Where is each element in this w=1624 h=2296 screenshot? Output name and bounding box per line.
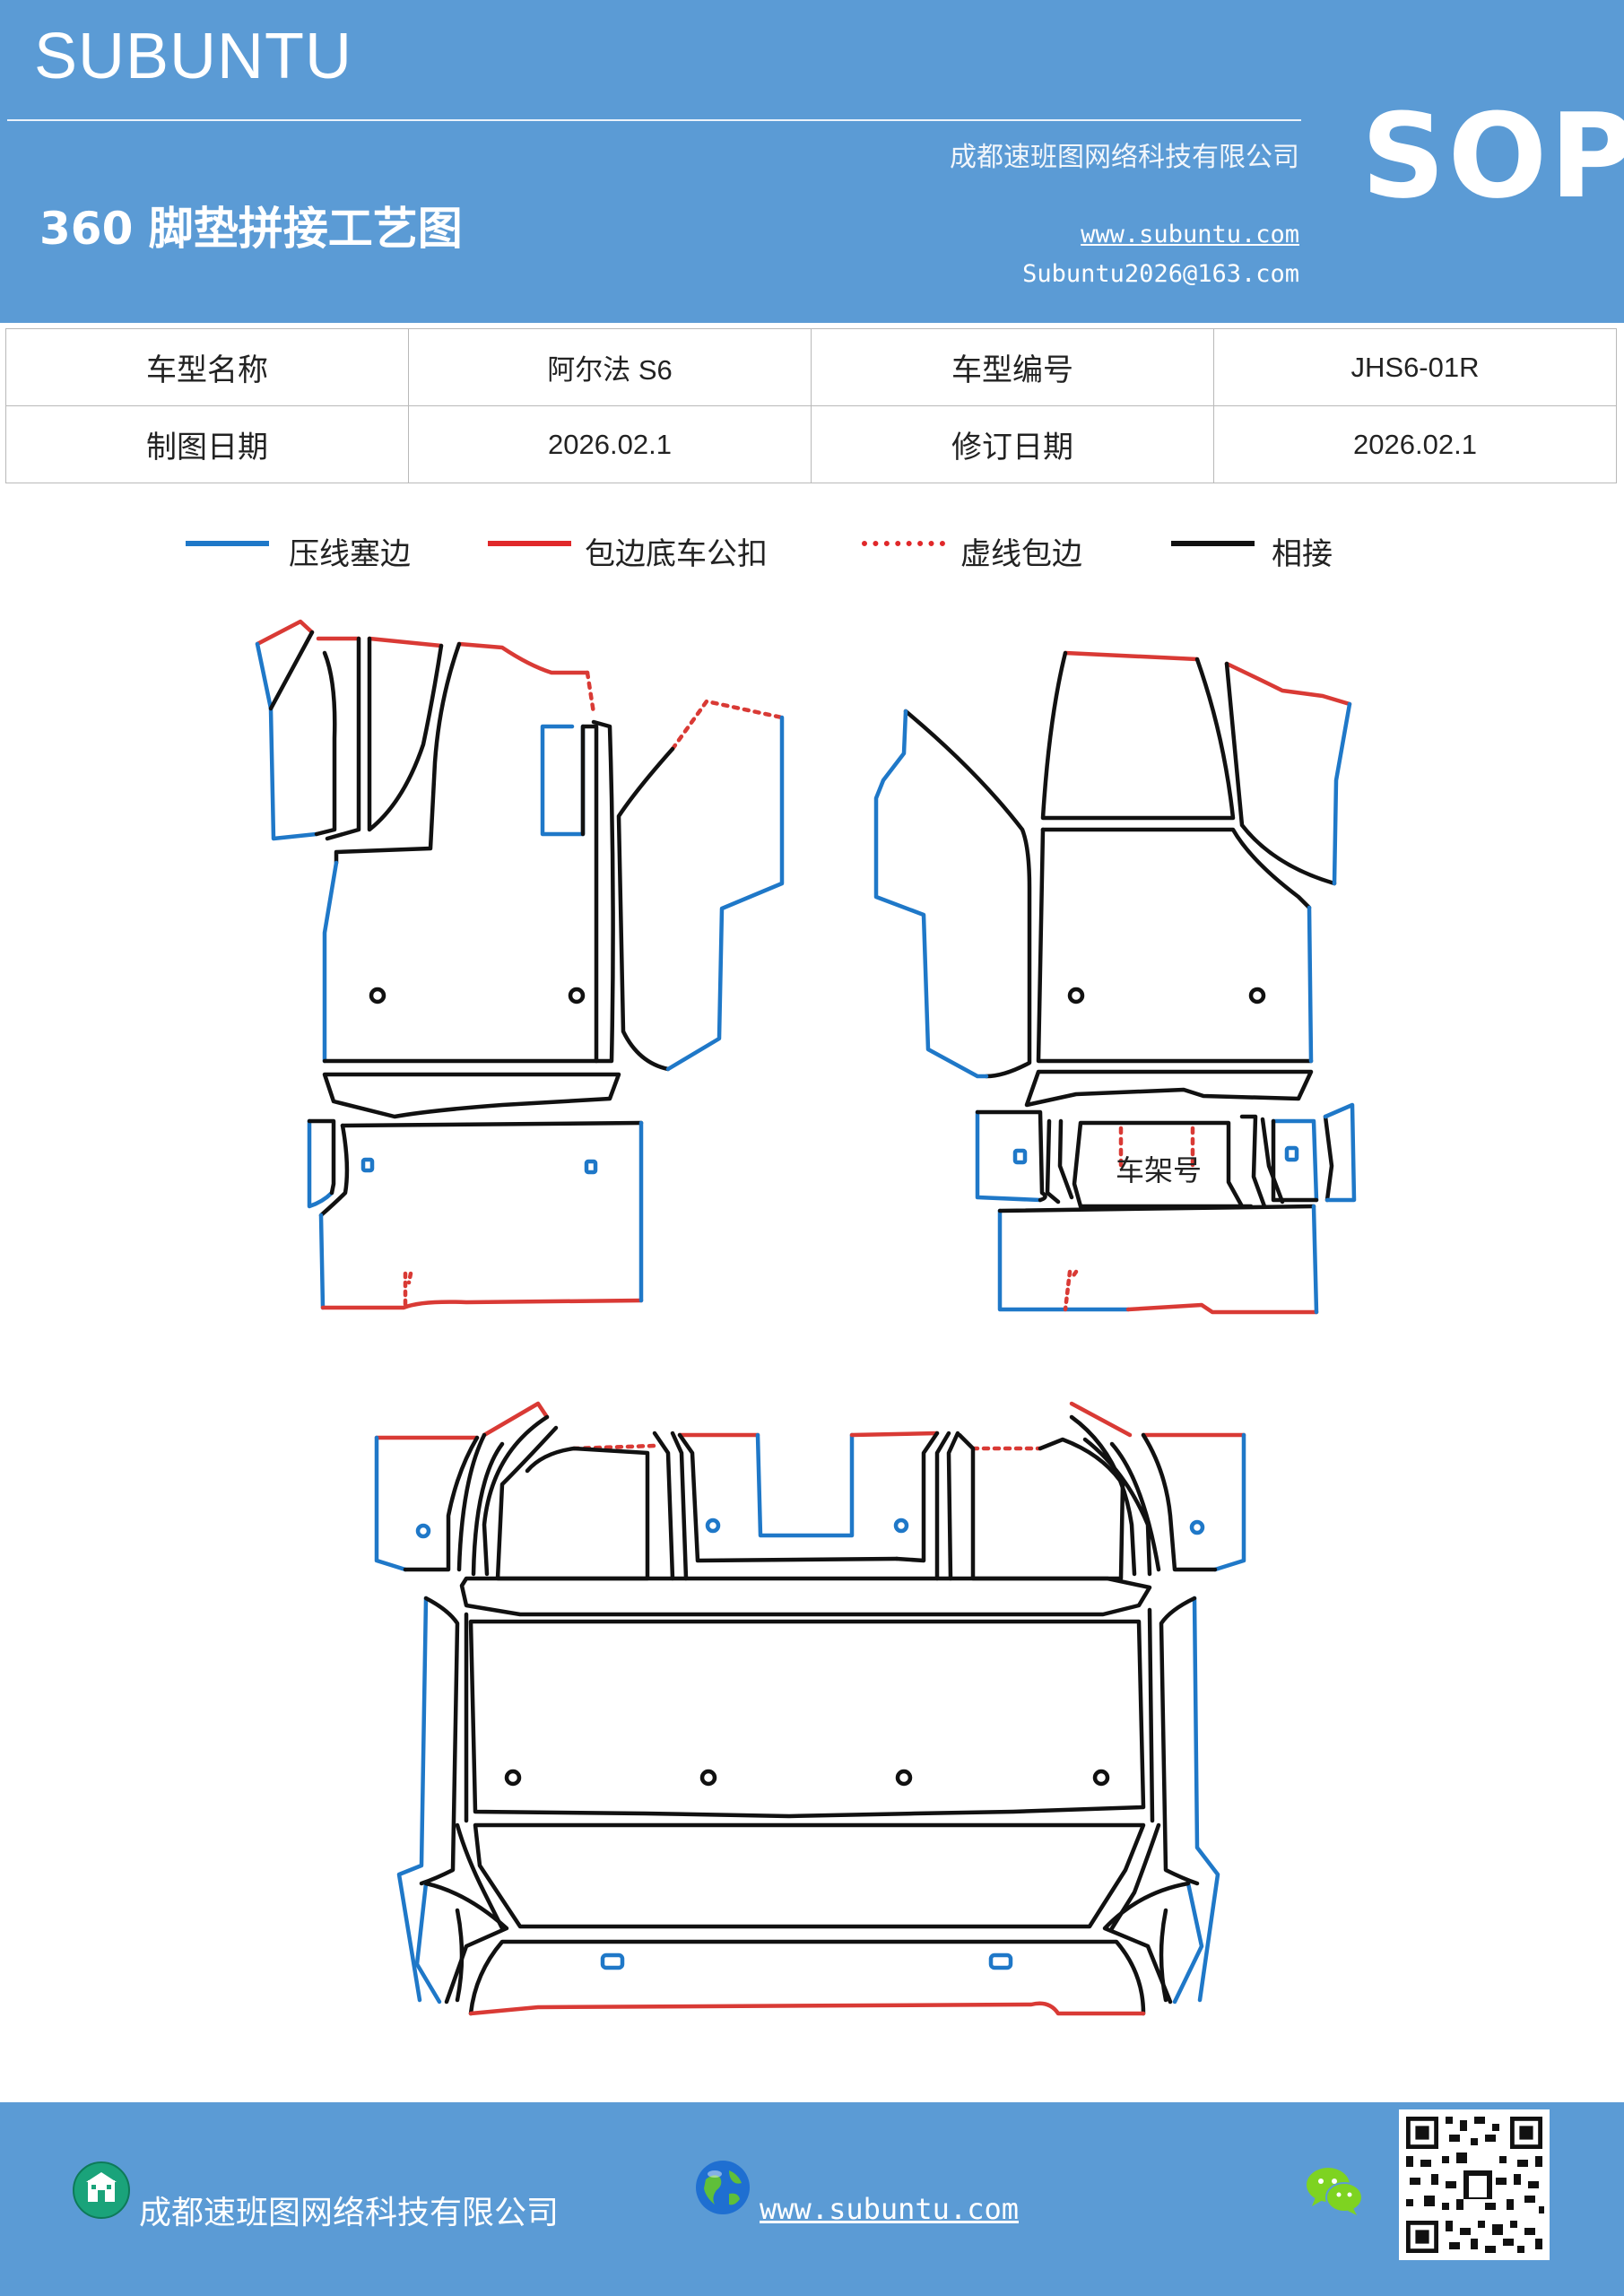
front-left-mat	[255, 619, 785, 1072]
cell-value: 阿尔法 S6	[408, 328, 812, 406]
globe-icon	[696, 2161, 750, 2214]
front-left-lower-mat	[307, 1118, 644, 1310]
company-name: 成都速班图网络科技有限公司	[950, 142, 1299, 173]
vehicle-info-table: 车型名称 阿尔法 S6 车型编号 JHS6-01R 制图日期 2026.02.1…	[5, 328, 1617, 483]
header-banner: SUBUNTU 成都速班图网络科技有限公司 360 脚垫拼接工艺图 www.su…	[0, 0, 1624, 323]
rear-mat-assembly	[374, 1401, 1246, 2016]
footer-banner: 成都速班图网络科技有限公司 www.subuntu.com	[0, 2102, 1624, 2296]
floor-mat-diagram: 车架号	[255, 619, 1357, 2016]
cell-value: 2026.02.1	[1213, 405, 1617, 483]
cell-label: 制图日期	[5, 405, 409, 483]
vin-label: 车架号	[1116, 1153, 1202, 1187]
legend: 压线塞边 包边底车公扣 虚线包边 相接	[0, 531, 1624, 572]
legend-swatch-red-dotted	[862, 541, 945, 546]
legend-swatch-black	[1171, 541, 1255, 546]
legend-label: 虚线包边	[960, 536, 1082, 572]
table-row: 制图日期 2026.02.1 修订日期 2026.02.1	[5, 405, 1617, 483]
cell-value: JHS6-01R	[1213, 328, 1617, 406]
footer-company: 成都速班图网络科技有限公司	[139, 2195, 560, 2231]
email-text: Subuntu2026@163.com	[1022, 260, 1299, 288]
wechat-icon	[1307, 2168, 1363, 2215]
legend-swatch-blue	[186, 541, 269, 546]
cell-label: 车型编号	[811, 328, 1214, 406]
brand-name: SUBUNTU	[34, 21, 353, 92]
header-divider	[7, 119, 1301, 121]
cell-value: 2026.02.1	[408, 405, 812, 483]
footer-website-link[interactable]: www.subuntu.com	[760, 2192, 1019, 2226]
company-icon	[73, 2161, 130, 2219]
front-right-lower-mat	[975, 1102, 1357, 1315]
legend-label: 压线塞边	[289, 536, 411, 572]
front-right-mat	[873, 650, 1352, 1079]
document-title: 360 脚垫拼接工艺图	[39, 203, 463, 255]
legend-label: 包边底车公扣	[585, 536, 768, 572]
qr-code[interactable]	[1399, 2109, 1550, 2260]
website-link[interactable]: www.subuntu.com	[1081, 221, 1299, 248]
legend-swatch-red	[488, 541, 571, 546]
legend-label: 相接	[1272, 536, 1333, 572]
cell-label: 车型名称	[5, 328, 409, 406]
cell-label: 修订日期	[811, 405, 1214, 483]
table-row: 车型名称 阿尔法 S6 车型编号 JHS6-01R	[5, 328, 1617, 406]
sop-badge: SOP	[1361, 88, 1624, 224]
